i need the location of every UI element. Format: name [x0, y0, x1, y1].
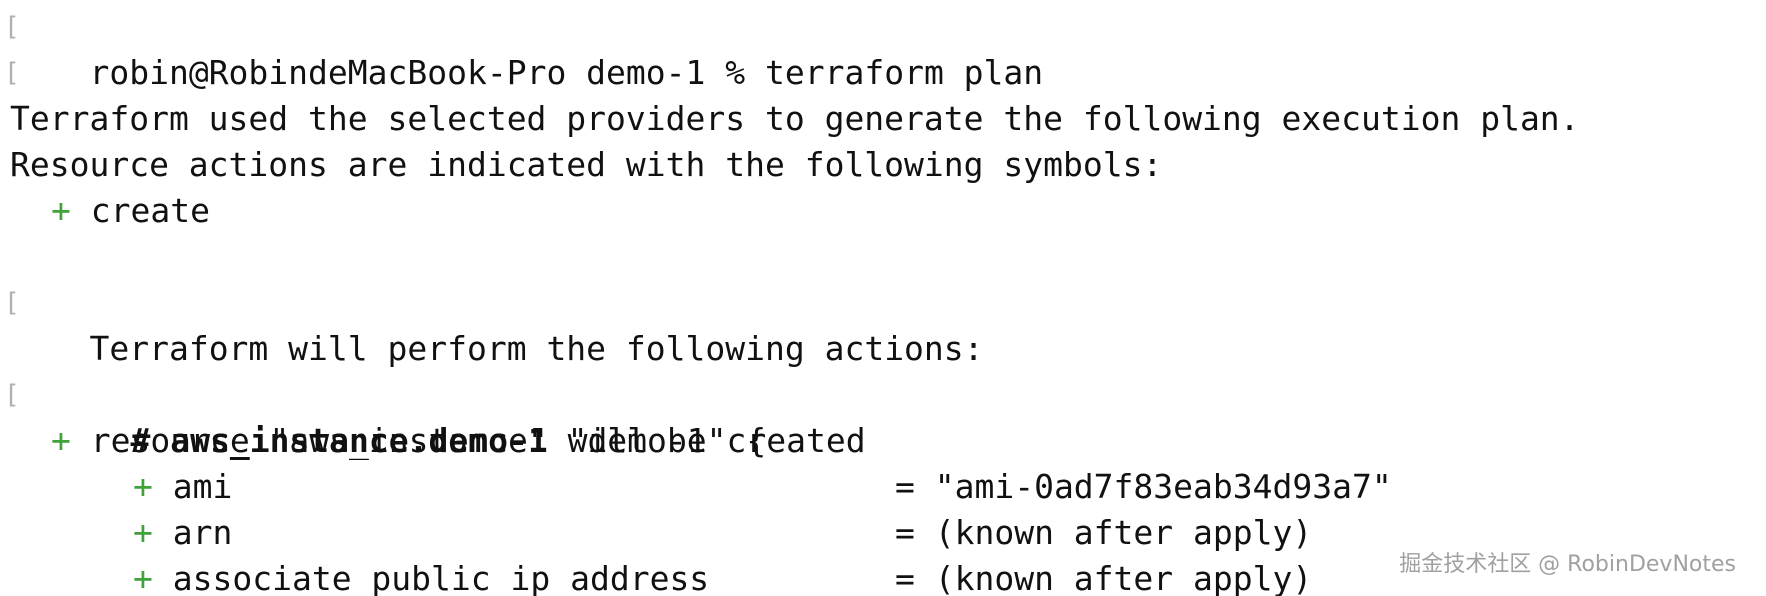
line-marker: [ — [4, 380, 20, 410]
attribute-name: arn — [172, 513, 233, 552]
symbol-legend-create: + create — [10, 188, 1766, 234]
blank-line — [10, 234, 1766, 280]
plus-symbol: + — [51, 421, 71, 460]
attribute-value: = "ami-0ad7f83eab34d93a7" — [895, 467, 1392, 506]
output-text: Terraform used the selected providers to… — [10, 99, 1580, 138]
shell-prompt: robin@RobindeMacBook-Pro demo-1 % — [89, 53, 765, 92]
attribute-name: associate_public_ip_address — [172, 559, 710, 596]
attribute-row: + arn = (known after apply) — [10, 510, 1766, 556]
actions-header-line: [ Terraform will perform the following ac… — [4, 280, 1766, 368]
shell-command: terraform plan — [765, 53, 1044, 92]
output-intro-line-1: Terraform used the selected providers to… — [10, 96, 1766, 142]
output-text: Terraform will perform the following act… — [89, 329, 984, 368]
resource-name: aws_instance.demo-1 — [170, 421, 548, 460]
output-intro-line-2: Resource actions are indicated with the … — [10, 142, 1766, 188]
plus-symbol: + — [133, 559, 153, 596]
line-marker: [ — [4, 58, 20, 88]
comment-suffix: will be created — [547, 421, 866, 460]
attribute-row: + associate_public_ip_address = (known af… — [10, 556, 1766, 596]
attribute-name: ami — [172, 467, 233, 506]
plus-symbol: + — [51, 191, 71, 230]
resource-declaration: resource "aws_instance" "demo-1" { — [90, 421, 767, 460]
blank-line — [10, 326, 1766, 372]
plus-symbol: + — [133, 467, 153, 506]
plus-symbol: + — [133, 513, 153, 552]
resource-declaration-line: + resource "aws_instance" "demo-1" { — [10, 418, 1766, 464]
attribute-value: = (known after apply) — [895, 559, 1313, 596]
comment-hash: # — [130, 421, 171, 460]
watermark: 掘金技术社区 @ RobinDevNotes — [1399, 552, 1736, 577]
command-line: [ robin@RobindeMacBook-Pro demo-1 % terra… — [4, 4, 1766, 92]
resource-comment-line: [ # aws_instance.demo-1 will be created — [4, 372, 1766, 460]
attribute-row: + ami = "ami-0ad7f83eab34d93a7" — [10, 464, 1766, 510]
attribute-value: = (known after apply) — [895, 513, 1313, 552]
line-marker: [ — [4, 288, 20, 318]
line-marker: [ — [4, 12, 20, 42]
symbol-legend-label: create — [90, 191, 210, 230]
blank-line: [ — [4, 50, 1766, 96]
output-text: Resource actions are indicated with the … — [10, 145, 1163, 184]
